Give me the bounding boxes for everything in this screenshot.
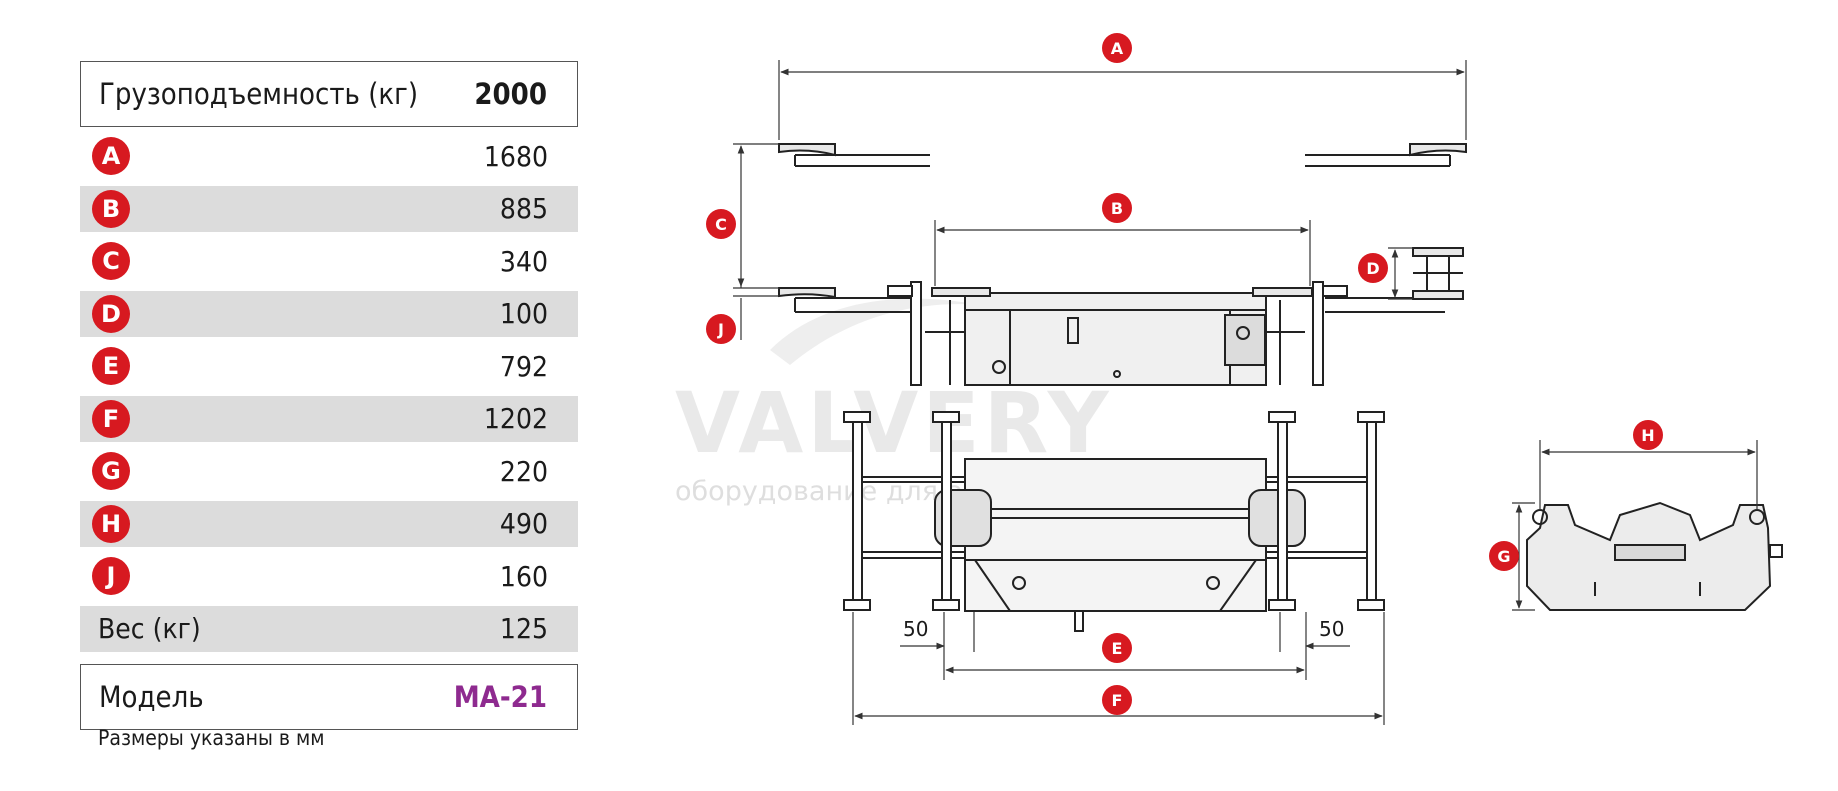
dimension-row-e: E 792	[80, 343, 578, 389]
dimension-row-g: G 220	[80, 448, 578, 494]
dimension-badge: G	[92, 452, 130, 490]
dimension-row-j: J 160	[80, 553, 578, 599]
dimension-row-c: C 340	[80, 238, 578, 284]
svg-text:C: C	[715, 215, 727, 234]
svg-text:F: F	[1112, 691, 1123, 710]
badge-a: A	[1102, 33, 1132, 63]
dimension-row-b: B 885	[80, 185, 578, 232]
capacity-row: Грузоподъемность (кг) 2000	[80, 61, 578, 127]
dimension-row-h: H 490	[80, 500, 578, 547]
weight-row: Вес (кг) 125	[80, 605, 578, 652]
dimension-value: 160	[499, 559, 548, 593]
dimension-value: 220	[499, 454, 548, 488]
dimension-value: 885	[499, 192, 548, 225]
capacity-value: 2000	[474, 77, 547, 111]
dimension-badges: A B C D E F G H J	[706, 33, 1663, 715]
dimension-rows: A 1680 B 885 C 340 D 100 E 792 F 1202 G …	[80, 133, 578, 652]
units-footnote: Размеры указаны в мм	[98, 726, 325, 750]
watermark-brand: VALVERY	[675, 374, 1113, 472]
extended-arms-view	[778, 143, 1467, 167]
dimension-value: 792	[499, 349, 548, 383]
plan-view	[843, 411, 1385, 632]
dimension-value: 340	[499, 244, 548, 278]
dimension-value: 100	[499, 297, 548, 330]
dimension-f	[852, 612, 1385, 725]
badge-g: G	[1489, 541, 1519, 571]
badge-d: D	[1358, 253, 1388, 283]
dimension-row-f: F 1202	[80, 395, 578, 442]
offset-left-label: 50	[903, 617, 928, 641]
offset-right-label: 50	[1319, 617, 1344, 641]
dimension-badge: A	[92, 137, 130, 175]
dimension-e	[900, 612, 1350, 680]
weight-value: 125	[499, 612, 548, 645]
badge-c: C	[706, 209, 736, 239]
dimension-h	[1539, 440, 1758, 510]
svg-text:E: E	[1112, 639, 1123, 658]
dimension-row-d: D 100	[80, 290, 578, 337]
svg-text:A: A	[1111, 39, 1124, 58]
dimension-d	[1388, 247, 1413, 300]
watermark: VALVERY оборудование для автосервиса	[675, 298, 1125, 507]
dimension-value: 1202	[483, 402, 548, 435]
badge-h: H	[1633, 420, 1663, 450]
capacity-label: Грузоподъемность (кг)	[99, 77, 419, 111]
dimension-badge: C	[92, 242, 130, 280]
badge-j: J	[706, 314, 736, 344]
dimension-value: 1680	[483, 139, 548, 173]
dimension-j	[733, 282, 779, 340]
end-view	[1526, 501, 1783, 611]
dimension-g	[1512, 502, 1535, 611]
dimension-badge: H	[92, 504, 130, 543]
dimension-badge: F	[92, 399, 130, 438]
svg-text:B: B	[1111, 199, 1123, 218]
watermark-tagline: оборудование для автосервиса	[675, 476, 1125, 507]
side-view	[778, 247, 1464, 386]
dimension-b	[934, 220, 1311, 286]
dimension-c	[733, 143, 779, 289]
badge-e: E	[1102, 633, 1132, 663]
svg-text:D: D	[1366, 259, 1379, 278]
dimension-value: 490	[499, 507, 548, 540]
svg-text:H: H	[1641, 426, 1654, 445]
model-label: Модель	[99, 679, 204, 714]
model-row: Модель MA-21	[80, 663, 578, 730]
badge-f: F	[1102, 685, 1132, 715]
dimension-row-a: A 1680	[80, 133, 578, 179]
dimension-badge: E	[92, 347, 130, 385]
svg-text:J: J	[717, 320, 724, 339]
dimension-badge: B	[92, 189, 130, 228]
dimension-a	[778, 60, 1467, 140]
model-value: MA-21	[453, 679, 547, 714]
badge-b: B	[1102, 193, 1132, 223]
dimension-badge: D	[92, 294, 130, 333]
spec-table: Грузоподъемность (кг) 2000 A 1680 B 885 …	[80, 61, 578, 730]
svg-text:G: G	[1497, 547, 1510, 566]
dimension-badge: J	[92, 557, 130, 595]
weight-label: Вес (кг)	[98, 612, 201, 645]
